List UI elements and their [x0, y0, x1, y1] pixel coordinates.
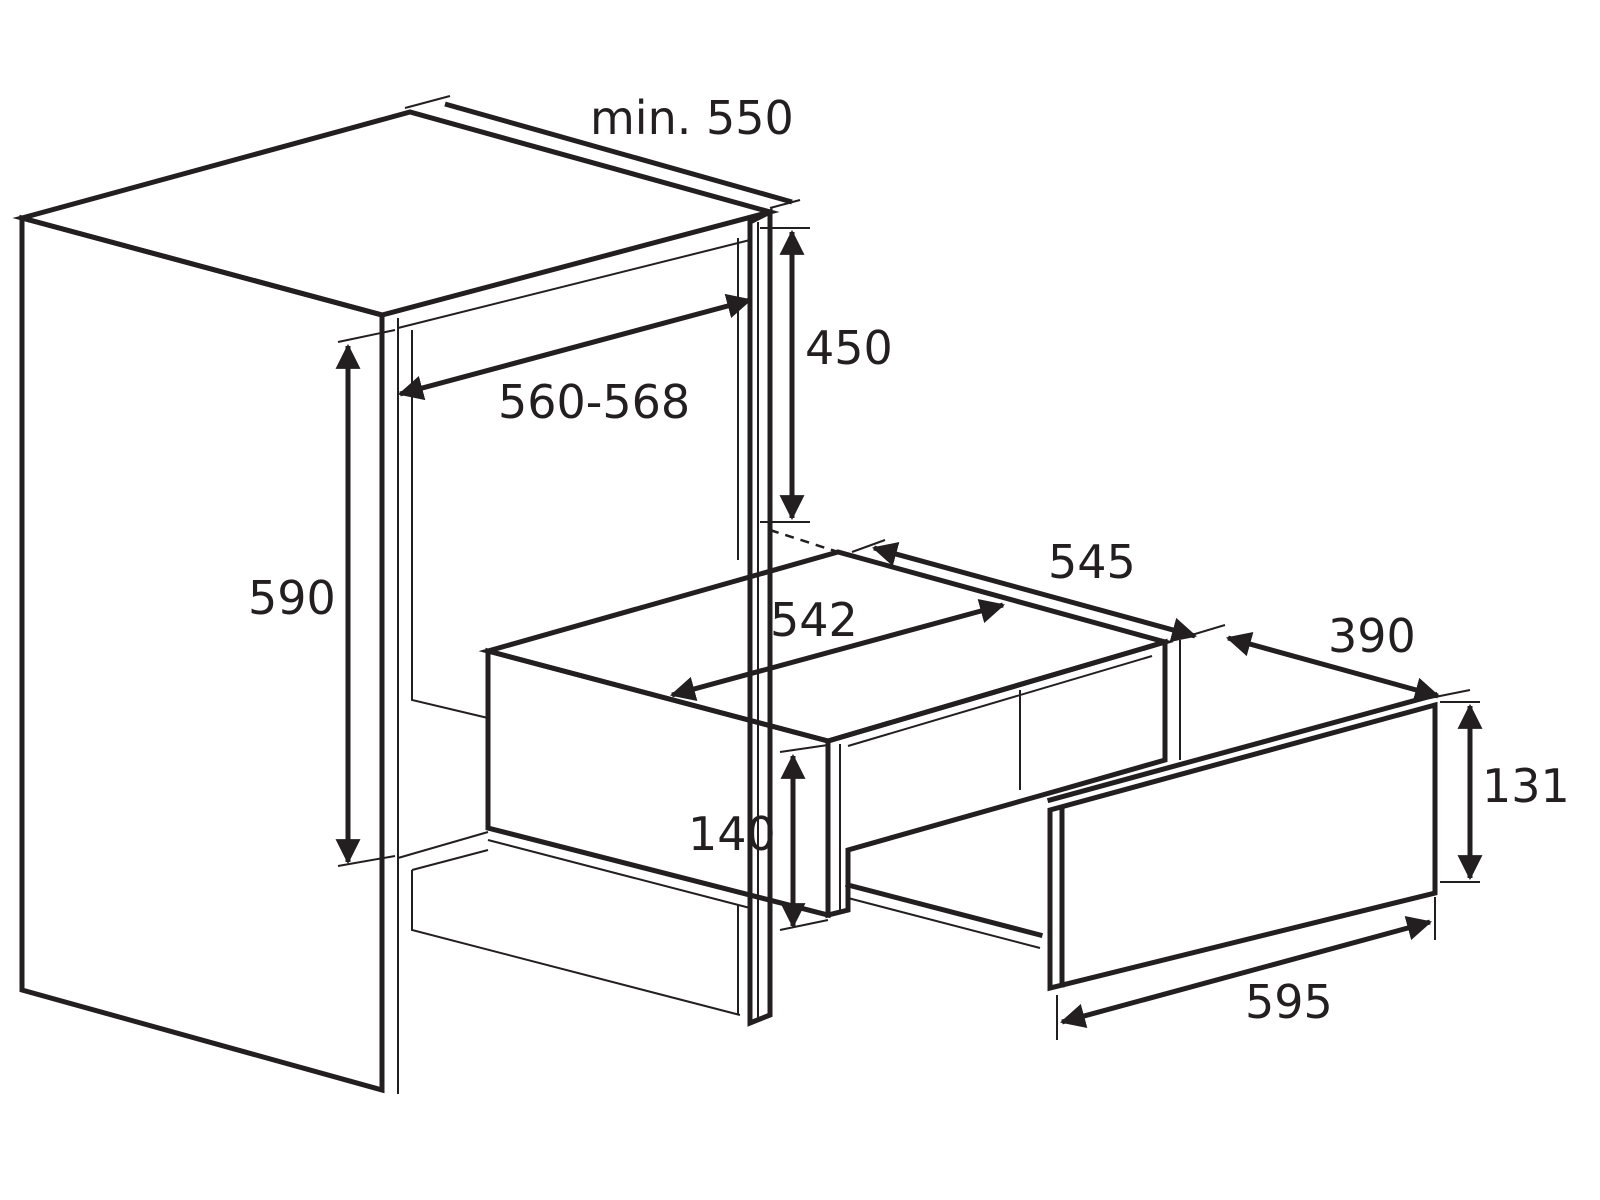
- body-height-extension-top: [779, 744, 829, 753]
- appliance-front-frame-inner: [847, 655, 1153, 747]
- appliance-depth-dimension-line: [871, 542, 1198, 642]
- dimension-lines: [335, 95, 1483, 1040]
- label-drawer-extension: 390: [1328, 609, 1416, 663]
- drawer-appliance: [478, 528, 1439, 992]
- drawer-runner-lower: [847, 897, 1041, 949]
- label-front-width: 595: [1245, 975, 1333, 1029]
- label-front-height: 131: [1482, 759, 1570, 813]
- niche-bottom-back: [411, 870, 741, 1016]
- cabinet: [12, 109, 780, 1094]
- label-appliance-width: 542: [770, 593, 858, 647]
- cabinet-depth-extension-left: [404, 95, 451, 109]
- cabinet-top-front-edge: [381, 211, 771, 316]
- drawer-extension-dimension-line: [1225, 632, 1441, 702]
- appliance-top-dashed-extension: [769, 528, 839, 554]
- niche-width-dimension-line: [397, 293, 753, 401]
- drawer-front-panel: [1047, 701, 1438, 992]
- cabinet-right-side-panel: [747, 207, 773, 1027]
- niche-floor-front: [487, 839, 751, 909]
- dimension-labels: min. 550 560-568 450 590 545 542 390 131…: [248, 91, 1570, 1029]
- niche-height-extension-bottom: [337, 855, 396, 867]
- label-upper-height: 450: [805, 321, 893, 375]
- body-height-extension-bottom: [779, 919, 829, 931]
- appliance-width-dimension-line: [669, 598, 1006, 702]
- appliance-depth-extension-left: [851, 539, 886, 553]
- front-width-dimension-line: [1059, 915, 1433, 1029]
- cabinet-left-side-panel: [19, 214, 385, 1094]
- cabinet-depth-dimension-line: [444, 101, 793, 205]
- niche-height-extension-top: [337, 329, 396, 343]
- label-cabinet-depth: min. 550: [590, 91, 794, 145]
- label-appliance-depth: 545: [1048, 535, 1136, 589]
- niche-shelf: [397, 831, 489, 859]
- cabinet-depth-extension-right: [769, 199, 801, 209]
- appliance-side-face: [485, 647, 831, 919]
- drawer-front-top-bevel: [1046, 691, 1439, 804]
- label-niche-height: 590: [248, 571, 336, 625]
- appliance-front-frame: [825, 638, 1168, 919]
- niche-back-wall-left: [411, 330, 489, 719]
- niche-bottom-shelf-edge: [411, 849, 489, 871]
- label-body-height: 140: [688, 807, 776, 861]
- drawer-runner: [844, 881, 1044, 939]
- drawer-cavity-floor: [847, 799, 1021, 851]
- label-niche-width: 560-568: [498, 375, 690, 429]
